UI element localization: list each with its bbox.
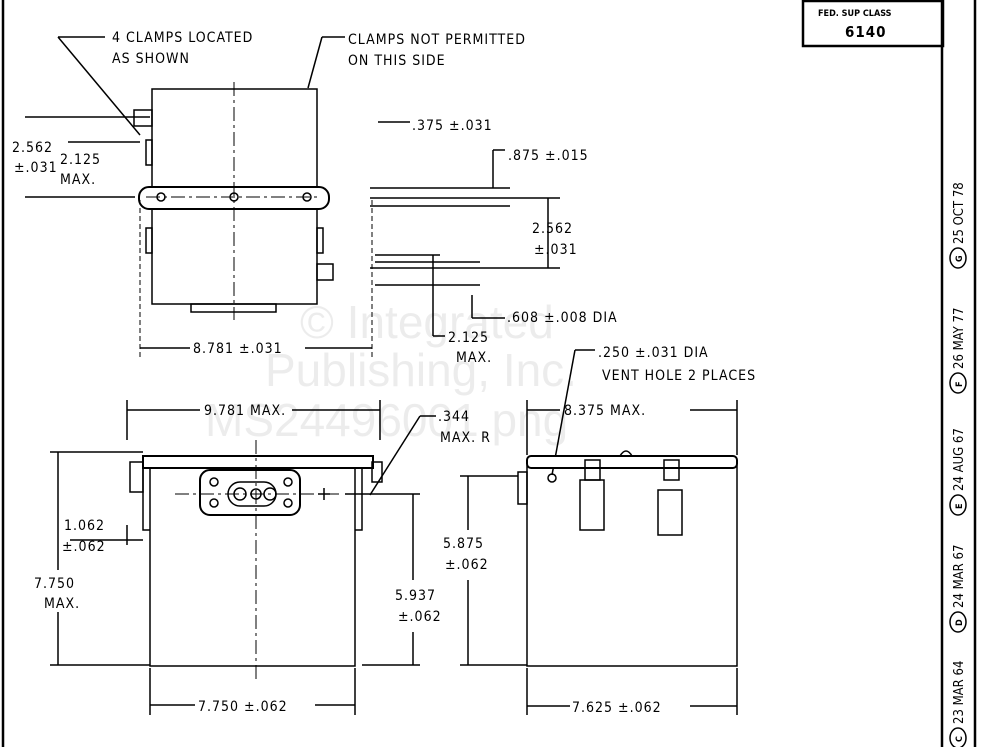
dim-344-r: MAX. R: [440, 430, 491, 446]
title-block: FED. SUP CLASS 6140: [801, 0, 945, 48]
revision-date: 26 MAY 77: [952, 308, 967, 369]
dim-2125: 2.125: [60, 152, 101, 168]
note-vent-hole: .250 ±.031 DIA: [598, 345, 709, 361]
dim-9781: 9.781 MAX.: [204, 403, 286, 419]
revision-letter: D: [955, 619, 965, 626]
revision-letter: C: [955, 736, 965, 742]
revision-letter: E: [955, 503, 965, 509]
dim-7625: 7.625 ±.062: [572, 700, 662, 716]
top-view-dimensions: [25, 36, 595, 476]
dim-2562-tol: ±.031: [14, 160, 58, 176]
revision-date: 24 AUG 67: [952, 428, 967, 491]
revision-date: 23 MAR 64: [952, 661, 967, 724]
dim-2562: 2.562: [12, 140, 53, 156]
revision-date: 25 OCT 78: [952, 182, 967, 244]
dim-875: .875 ±.015: [508, 148, 589, 164]
dim-5875-tol: ±.062: [445, 557, 489, 573]
front-view: [129, 440, 383, 680]
revision-strip: C 23 MAR 64 D 24 MAR 67 E 24 AUG 67 F 26 MAY 77…: [940, 0, 977, 747]
dim-7750-width: 7.750 ±.062: [198, 699, 288, 715]
revision-letter: F: [955, 381, 965, 387]
dim-7750-max: MAX.: [44, 596, 80, 612]
dim-7750-height: 7.750: [34, 576, 75, 592]
note-clamps-not-permitted: ON THIS SIDE: [348, 53, 446, 69]
dim-5937: 5.937: [395, 588, 436, 604]
note-clamps-located: AS SHOWN: [112, 51, 190, 67]
revision-letter-circle: [949, 372, 967, 394]
dim-5937-tol: ±.062: [398, 609, 442, 625]
dim-2125-right-max: MAX.: [456, 350, 492, 366]
front-view-dimensions: [50, 400, 436, 715]
dim-8781: 8.781 ±.031: [193, 341, 283, 357]
fed-sup-class-label: FED. SUP CLASS: [818, 9, 892, 19]
note-clamps-located: 4 CLAMPS LOCATED: [112, 30, 253, 46]
side-view: [517, 450, 738, 667]
watermark-line: MS24496001.png: [205, 394, 568, 446]
side-view-dimensions: [460, 400, 738, 715]
revision-letter-circle: [949, 727, 967, 747]
revision-letter-circle: [949, 611, 967, 633]
annotations: 4 CLAMPS LOCATED AS SHOWN CLAMPS NOT PER…: [12, 30, 756, 716]
note-clamps-not-permitted: CLAMPS NOT PERMITTED: [348, 32, 526, 48]
dim-608: .608 ±.008 DIA: [507, 310, 618, 326]
dim-375: .375 ±.031: [412, 118, 493, 134]
watermark-line: © Integrated: [300, 296, 554, 348]
top-view: [133, 82, 334, 320]
watermark: © Integrated Publishing, Inc. MS24496001…: [205, 296, 577, 446]
dim-2125-right: 2.125: [448, 330, 489, 346]
dim-2562-right: 2.562: [532, 221, 573, 237]
revision-letter-circle: [949, 494, 967, 516]
watermark-line: Publishing, Inc.: [265, 344, 577, 396]
dim-1062-tol: ±.062: [62, 539, 106, 555]
note-vent-hole: VENT HOLE 2 PLACES: [602, 368, 756, 384]
dim-2125-max: MAX.: [60, 172, 96, 188]
fed-sup-class-value: 6140: [845, 23, 887, 41]
dim-2562-right-tol: ±.031: [534, 242, 578, 258]
revision-letter-circle: [949, 247, 967, 269]
revision-letter: G: [955, 255, 965, 262]
dim-5875: 5.875: [443, 536, 484, 552]
dim-1062: 1.062: [64, 518, 105, 534]
dim-344: .344: [438, 409, 470, 425]
revision-date: 24 MAR 67: [952, 545, 967, 608]
dim-8375: 8.375 MAX.: [564, 403, 646, 419]
